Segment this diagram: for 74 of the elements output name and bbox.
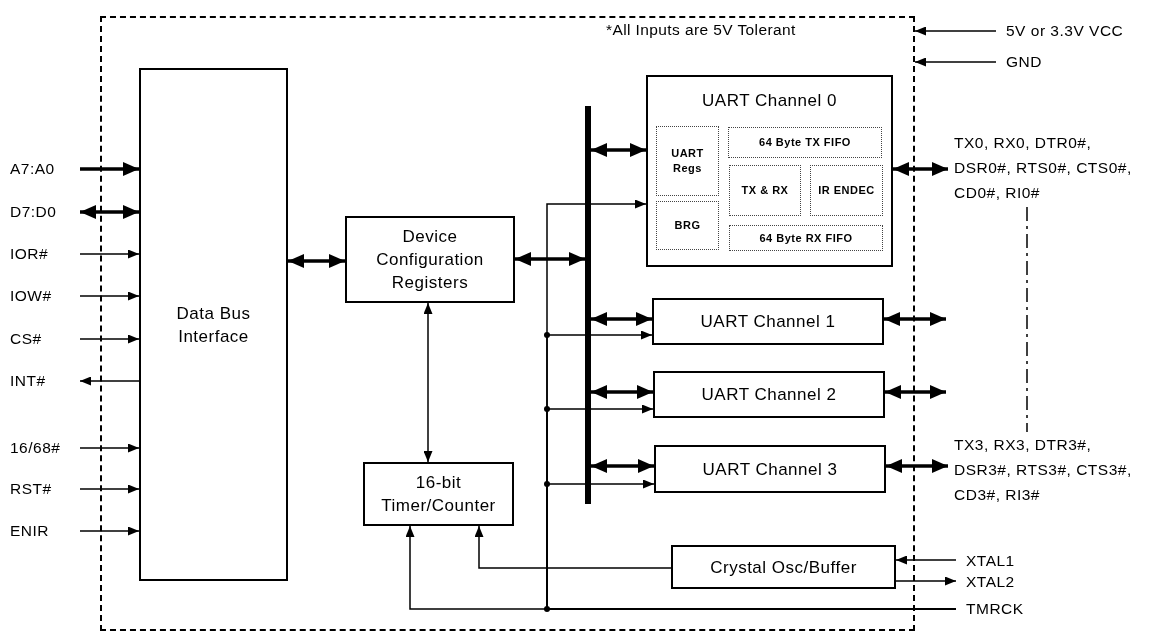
note-text: *All Inputs are 5V Tolerant: [606, 21, 796, 39]
signal-label: TMRCK: [956, 599, 1060, 617]
double-arrow: [423, 302, 433, 463]
double-arrow: [885, 385, 946, 399]
block-label: Device Configuration Registers: [375, 226, 485, 294]
double-arrow: [591, 459, 654, 473]
block-label: UART Channel 2: [701, 384, 837, 406]
double-arrow: [591, 143, 646, 157]
arrow: [474, 525, 672, 569]
sub-block-box: [729, 165, 801, 216]
block-box: [671, 545, 896, 589]
block-box: [363, 462, 514, 526]
signal-label: XTAL1: [956, 551, 1060, 569]
double-arrow: [80, 205, 139, 219]
block-label: UART Channel 1: [700, 311, 836, 333]
pin-label: A7:A0: [10, 158, 80, 180]
block-label: Data Bus Interface: [175, 302, 252, 348]
sub-block-label: IR ENDEC: [818, 183, 875, 198]
arrow: [895, 576, 957, 586]
pin-label: INT#: [10, 370, 80, 392]
pin-label: IOR#: [10, 243, 80, 265]
sub-block-box: [728, 127, 882, 158]
arrow: [546, 479, 957, 610]
arrow: [79, 249, 140, 259]
pin-label: RST#: [10, 478, 80, 500]
block-label: 16-bit Timer/Counter: [380, 472, 497, 517]
block-box: [646, 75, 893, 267]
arrow: [895, 555, 957, 565]
sub-block-label: UART Regs: [670, 146, 705, 176]
block-box: [139, 68, 288, 581]
sub-block-label: TX & RX: [741, 183, 789, 198]
arrow: [79, 334, 140, 344]
double-arrow: [591, 312, 652, 326]
block-box: [345, 216, 515, 303]
double-arrow: [591, 385, 653, 399]
signal-label: 5V or 3.3V VCC: [996, 21, 1150, 41]
double-arrow: [884, 312, 946, 326]
signal-label: TX0, RX0, DTR0#, DSR0#, RTS0#, CTS0#, CD0#, RI0#: [948, 130, 1150, 207]
arrow: [79, 291, 140, 301]
block-box: [653, 371, 885, 418]
double-arrow: [886, 459, 948, 473]
block-label: UART Channel 0: [701, 91, 838, 111]
pin-label: IOW#: [10, 285, 80, 307]
block-label: UART Channel 3: [702, 458, 838, 481]
arrow: [79, 443, 140, 453]
pin-label: CS#: [10, 328, 80, 350]
signal-label: GND: [996, 52, 1150, 72]
signal-label: TX3, RX3, DTR3#, DSR3#, RTS3#, CTS3#, CD3#, RI3#: [948, 432, 1150, 509]
arrow: [914, 57, 997, 67]
arrow: [914, 26, 997, 36]
block-box: [652, 298, 884, 345]
bus-bar: [585, 106, 591, 504]
sub-block-label: 64 Byte RX FIFO: [759, 230, 853, 246]
sub-block-label: 64 Byte TX FIFO: [759, 135, 851, 150]
arrow: [79, 484, 140, 494]
sub-block-box: [656, 201, 719, 250]
arrow: [80, 162, 139, 176]
double-arrow: [288, 254, 345, 268]
double-arrow: [515, 252, 585, 266]
dash-dot-line: [1026, 206, 1028, 433]
block-box: [654, 445, 886, 493]
arrow: [79, 376, 140, 386]
sub-block-box: [810, 165, 883, 216]
signal-label: XTAL2: [956, 572, 1060, 590]
sub-block-box: [656, 126, 719, 196]
pin-label: D7:D0: [10, 201, 80, 223]
sub-block-box: [729, 225, 883, 251]
pin-label: ENIR: [10, 520, 80, 542]
double-arrow: [893, 162, 948, 176]
block-label: Crystal Osc/Buffer: [710, 556, 857, 579]
arrow: [79, 526, 140, 536]
sub-block-label: BRG: [674, 218, 701, 233]
pin-label: 16/68#: [10, 437, 80, 459]
chip-boundary: [100, 16, 915, 631]
